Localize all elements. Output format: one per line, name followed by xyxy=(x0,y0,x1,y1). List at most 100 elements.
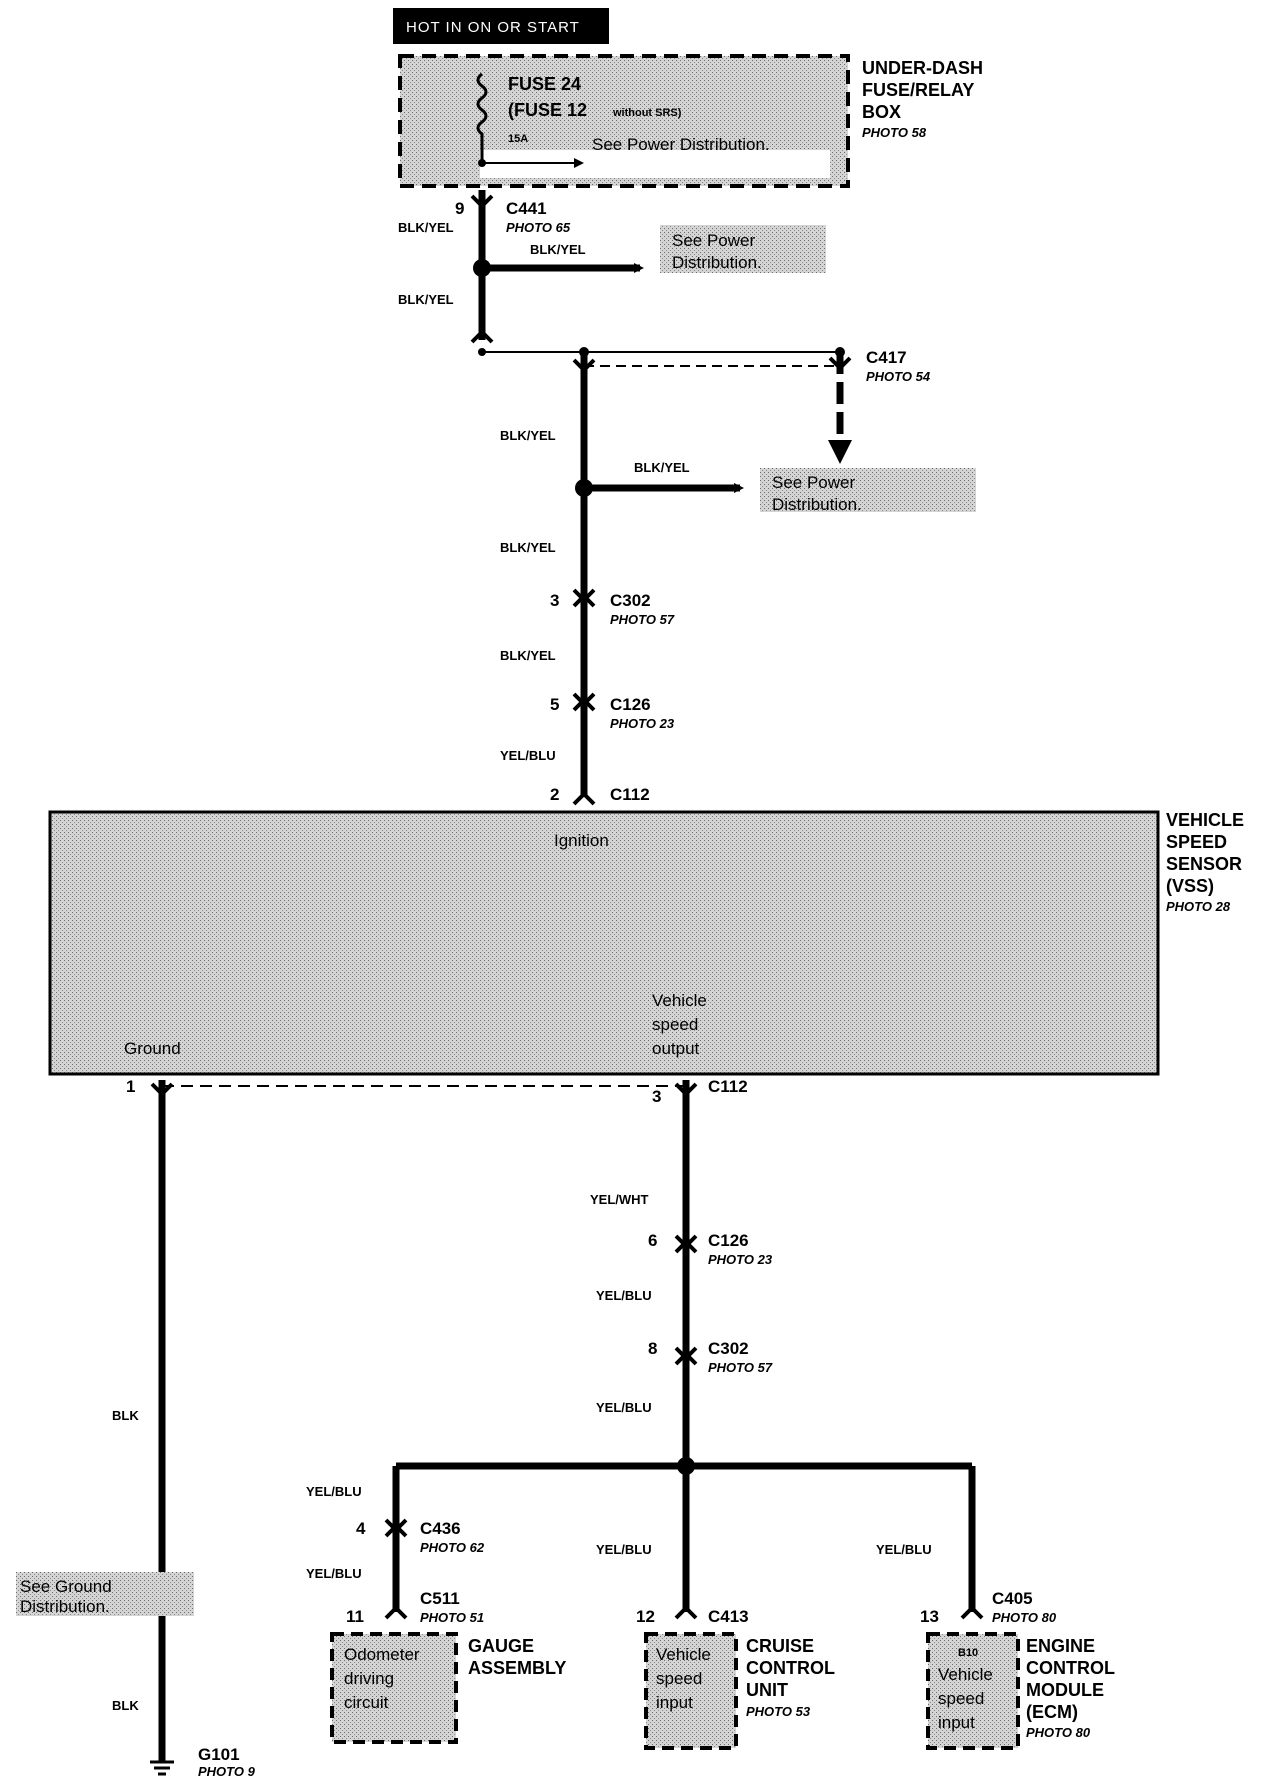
hot-label-text: HOT IN ON OR START xyxy=(406,19,580,36)
vss-output-label-1: Vehicle xyxy=(652,991,707,1010)
svg-text:speed: speed xyxy=(938,1689,984,1708)
cruise-name-3: UNIT xyxy=(746,1680,788,1700)
wire-label: BLK/YEL xyxy=(398,220,454,235)
vss-photo: PHOTO 28 xyxy=(1166,899,1231,914)
vss-name-2: SPEED xyxy=(1166,832,1227,852)
svg-text:Vehicle: Vehicle xyxy=(938,1665,993,1684)
vss-name-1: VEHICLE xyxy=(1166,810,1244,830)
c413-pin: 12 xyxy=(636,1607,655,1626)
wire-label: BLK/YEL xyxy=(500,540,556,555)
c302-top-pin: 3 xyxy=(550,591,559,610)
c511-pin: 11 xyxy=(346,1607,364,1626)
ecm-name-2: CONTROL xyxy=(1026,1658,1115,1678)
c126-bottom-pin: 6 xyxy=(648,1231,657,1250)
c441-pin: 9 xyxy=(455,199,464,218)
svg-text:input: input xyxy=(938,1713,975,1732)
wire-label: BLK xyxy=(112,1698,139,1713)
wire-label: YEL/BLU xyxy=(876,1542,932,1557)
ecm-name-3: MODULE xyxy=(1026,1680,1104,1700)
engine-control-module: B10 Vehicle speed input ENGINE CONTROL M… xyxy=(926,1632,1115,1750)
top-wiring xyxy=(470,190,852,806)
c302-bottom-pin: 8 xyxy=(648,1339,657,1358)
svg-text:circuit: circuit xyxy=(344,1693,389,1712)
wire-label: BLK xyxy=(112,1408,139,1423)
ecm-photo: PHOTO 80 xyxy=(1026,1725,1091,1740)
c112-top-pin: 2 xyxy=(550,785,559,804)
c405-label: C405 xyxy=(992,1589,1033,1608)
ecm-terminal: B10 xyxy=(958,1647,978,1659)
c405-photo: PHOTO 80 xyxy=(992,1610,1057,1625)
fuse-box-name-1: UNDER-DASH xyxy=(862,58,983,78)
vss-name-3: SENSOR xyxy=(1166,854,1242,874)
svg-text:Distribution.: Distribution. xyxy=(672,253,762,272)
svg-text:input: input xyxy=(656,1693,693,1712)
vss-ground-label: Ground xyxy=(124,1039,181,1058)
wire-label: YEL/BLU xyxy=(500,748,556,763)
ecm-name-4: (ECM) xyxy=(1026,1702,1078,1722)
vss-output-label-3: output xyxy=(652,1039,700,1058)
wire-label: YEL/WHT xyxy=(590,1192,649,1207)
wire-label: YEL/BLU xyxy=(596,1542,652,1557)
svg-text:speed: speed xyxy=(656,1669,702,1688)
cruise-name-2: CONTROL xyxy=(746,1658,835,1678)
c511-label: C511 xyxy=(420,1589,460,1608)
c126-top-pin: 5 xyxy=(550,695,559,714)
cruise-control-unit: Vehicle speed input CRUISE CONTROL UNIT … xyxy=(644,1632,835,1750)
c302-top-photo: PHOTO 57 xyxy=(610,612,675,627)
vehicle-speed-sensor: Ignition Ground Vehicle speed output VEH… xyxy=(48,810,1244,1076)
c436-label: C436 xyxy=(420,1519,461,1538)
c441-label: C441 xyxy=(506,199,547,218)
c436-photo: PHOTO 62 xyxy=(420,1540,485,1555)
wire-label: YEL/BLU xyxy=(596,1288,652,1303)
see-power-ref-1: See Power Distribution. xyxy=(660,225,826,273)
g101-label: G101 xyxy=(198,1745,240,1764)
svg-text:Distribution.: Distribution. xyxy=(20,1597,110,1616)
gauge-name-2: ASSEMBLY xyxy=(468,1658,566,1678)
c126-bottom-photo: PHOTO 23 xyxy=(708,1252,773,1267)
svg-text:See Power: See Power xyxy=(672,231,755,250)
fuse-alt-condition: without SRS) xyxy=(612,107,682,119)
c112-top-label: C112 xyxy=(610,785,650,804)
wire-label: BLK/YEL xyxy=(634,460,690,475)
svg-text:Distribution.: Distribution. xyxy=(772,495,862,514)
c417-label: C417 xyxy=(866,348,907,367)
c302-bottom-label: C302 xyxy=(708,1339,749,1358)
wire-label: BLK/YEL xyxy=(398,292,454,307)
fuse-rating: 15A xyxy=(508,133,528,145)
fuse-relay-box: FUSE 24 (FUSE 12 without SRS) 15A See Po… xyxy=(398,54,983,188)
c302-bottom-photo: PHOTO 57 xyxy=(708,1360,773,1375)
c112-bottom-label: C112 xyxy=(708,1077,748,1096)
svg-text:Vehicle: Vehicle xyxy=(656,1645,711,1664)
cruise-photo: PHOTO 53 xyxy=(746,1704,811,1719)
wire-label: YEL/BLU xyxy=(306,1484,362,1499)
wire-label: YEL/BLU xyxy=(596,1400,652,1415)
fuse-box-photo: PHOTO 58 xyxy=(862,125,927,140)
wire-label: YEL/BLU xyxy=(306,1566,362,1581)
wire-label: BLK/YEL xyxy=(500,648,556,663)
fuse-24-symbol xyxy=(476,72,488,164)
c417-photo: PHOTO 54 xyxy=(866,369,931,384)
ecm-name-1: ENGINE xyxy=(1026,1636,1095,1656)
wire-label: BLK/YEL xyxy=(500,428,556,443)
fuse-label: FUSE 24 xyxy=(508,74,581,94)
fuse-box-name-3: BOX xyxy=(862,102,901,122)
ground-pin: 1 xyxy=(126,1077,135,1096)
c112-bottom-pin: 3 xyxy=(652,1087,661,1106)
svg-text:Odometer: Odometer xyxy=(344,1645,420,1664)
gauge-name-1: GAUGE xyxy=(468,1636,534,1656)
fuse-box-name-2: FUSE/RELAY xyxy=(862,80,974,100)
vss-ignition-label: Ignition xyxy=(554,831,609,850)
c405-pin: 13 xyxy=(920,1607,939,1626)
see-power-ref-2: See Power Distribution. xyxy=(760,468,976,514)
fuse-see-power: See Power Distribution. xyxy=(592,135,770,154)
wire-label: BLK/YEL xyxy=(530,242,586,257)
hot-label: HOT IN ON OR START xyxy=(393,8,609,44)
svg-text:See Power: See Power xyxy=(772,473,855,492)
c441-photo: PHOTO 65 xyxy=(506,220,571,235)
c436-pin: 4 xyxy=(356,1519,366,1538)
svg-text:See Ground: See Ground xyxy=(20,1577,112,1596)
vss-output-label-2: speed xyxy=(652,1015,698,1034)
see-ground-ref: See Ground Distribution. xyxy=(16,1572,194,1616)
vss-name-4: (VSS) xyxy=(1166,876,1214,896)
